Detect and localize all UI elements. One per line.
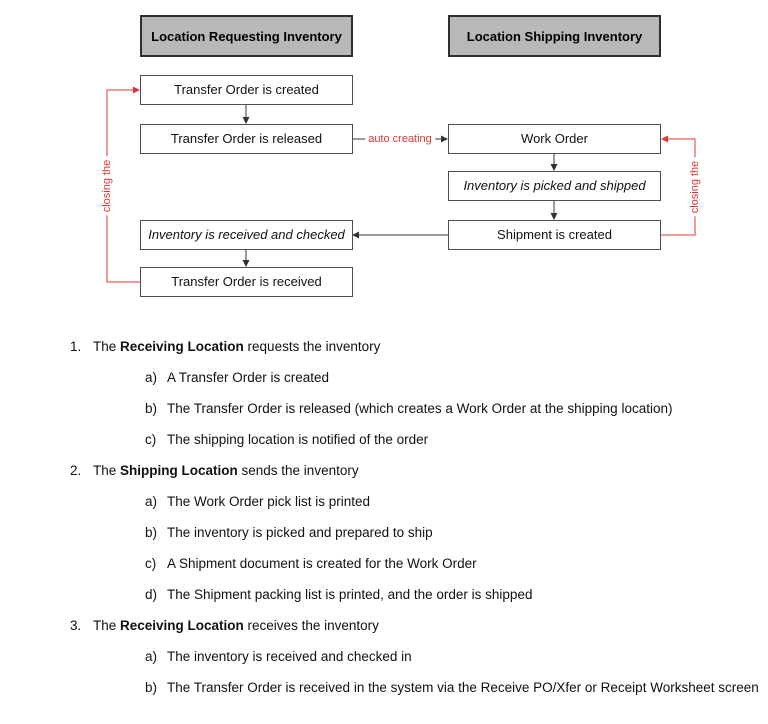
box-shipment-created: Shipment is created	[448, 220, 661, 250]
text-part: requests the inventory	[243, 339, 381, 354]
box-inventory-picked-shipped: Inventory is picked and shipped	[448, 171, 661, 201]
text-part: The	[93, 463, 121, 478]
arrow-workorder-to-picked	[550, 154, 558, 171]
list-item-1: 1. The Receiving Location requests the i…	[0, 332, 768, 363]
item-text: The Work Order pick list is printed	[167, 494, 371, 509]
item-text: A Shipment document is created for the W…	[167, 556, 477, 571]
item-text: A Transfer Order is created	[167, 370, 330, 385]
closing-the-label-left: closing the	[100, 156, 114, 216]
transfer-order-flow-diagram: Location Requesting Inventory Location S…	[0, 0, 768, 320]
header-location-requesting-inventory: Location Requesting Inventory	[140, 15, 353, 57]
box-inventory-received-checked: Inventory is received and checked	[140, 220, 353, 250]
item-letter: c)	[145, 432, 157, 447]
item-letter: b)	[145, 401, 158, 416]
list-item-3: 3. The Receiving Location receives the i…	[0, 611, 768, 642]
text-part: sends the inventory	[237, 463, 359, 478]
list-item-2b: b) The inventory is picked and prepared …	[0, 518, 768, 549]
item-letter: a)	[145, 649, 158, 664]
text-bold: Receiving Location	[120, 339, 244, 354]
header-location-shipping-inventory: Location Shipping Inventory	[448, 15, 661, 57]
list-item-3b: b) The Transfer Order is received in the…	[0, 673, 768, 704]
item-number: 1.	[70, 339, 82, 354]
item-letter: b)	[145, 525, 158, 540]
list-item-3a: a) The inventory is received and checked…	[0, 642, 768, 673]
list-item-1c: c) The shipping location is notified of …	[0, 425, 768, 456]
text-bold: Receiving Location	[120, 618, 244, 633]
arrow-received-to-toreceived	[242, 250, 250, 267]
item-letter: a)	[145, 370, 158, 385]
text-part: The	[93, 339, 121, 354]
item-number: 3.	[70, 618, 82, 633]
item-letter: d)	[145, 587, 158, 602]
list-item-2: 2. The Shipping Location sends the inven…	[0, 456, 768, 487]
item-text: The Receiving Location requests the inve…	[93, 339, 380, 354]
arrow-picked-to-shipment	[550, 201, 558, 220]
arrow-created-to-released	[242, 105, 250, 124]
item-number: 2.	[70, 463, 82, 478]
text-bold: Shipping Location	[120, 463, 238, 478]
item-text: The Shipping Location sends the inventor…	[93, 463, 359, 478]
item-text: The Transfer Order is received in the sy…	[167, 680, 759, 695]
box-transfer-order-created: Transfer Order is created	[140, 75, 353, 105]
item-text: The Shipment packing list is printed, an…	[167, 587, 533, 602]
text-part: The	[93, 618, 121, 633]
box-work-order: Work Order	[448, 124, 661, 154]
item-text: The inventory is picked and prepared to …	[167, 525, 433, 540]
auto-creating-label: auto creating	[365, 132, 435, 146]
closing-the-label-right: closing the	[688, 157, 702, 217]
item-text: The shipping location is notified of the…	[167, 432, 429, 447]
list-item-2c: c) A Shipment document is created for th…	[0, 549, 768, 580]
item-letter: a)	[145, 494, 158, 509]
box-transfer-order-received: Transfer Order is received	[140, 267, 353, 297]
item-text: The Transfer Order is released (which cr…	[167, 401, 673, 416]
list-item-1b: b) The Transfer Order is released (which…	[0, 394, 768, 425]
box-transfer-order-released: Transfer Order is released	[140, 124, 353, 154]
item-text: The inventory is received and checked in	[167, 649, 412, 664]
list-item-2a: a) The Work Order pick list is printed	[0, 487, 768, 518]
text-part: receives the inventory	[243, 618, 379, 633]
item-letter: b)	[145, 680, 158, 695]
process-steps-list: 1. The Receiving Location requests the i…	[0, 332, 768, 704]
list-item-1a: a) A Transfer Order is created	[0, 363, 768, 394]
item-letter: c)	[145, 556, 157, 571]
list-item-2d: d) The Shipment packing list is printed,…	[0, 580, 768, 611]
arrow-shipment-to-received	[352, 231, 448, 239]
item-text: The Receiving Location receives the inve…	[93, 618, 379, 633]
